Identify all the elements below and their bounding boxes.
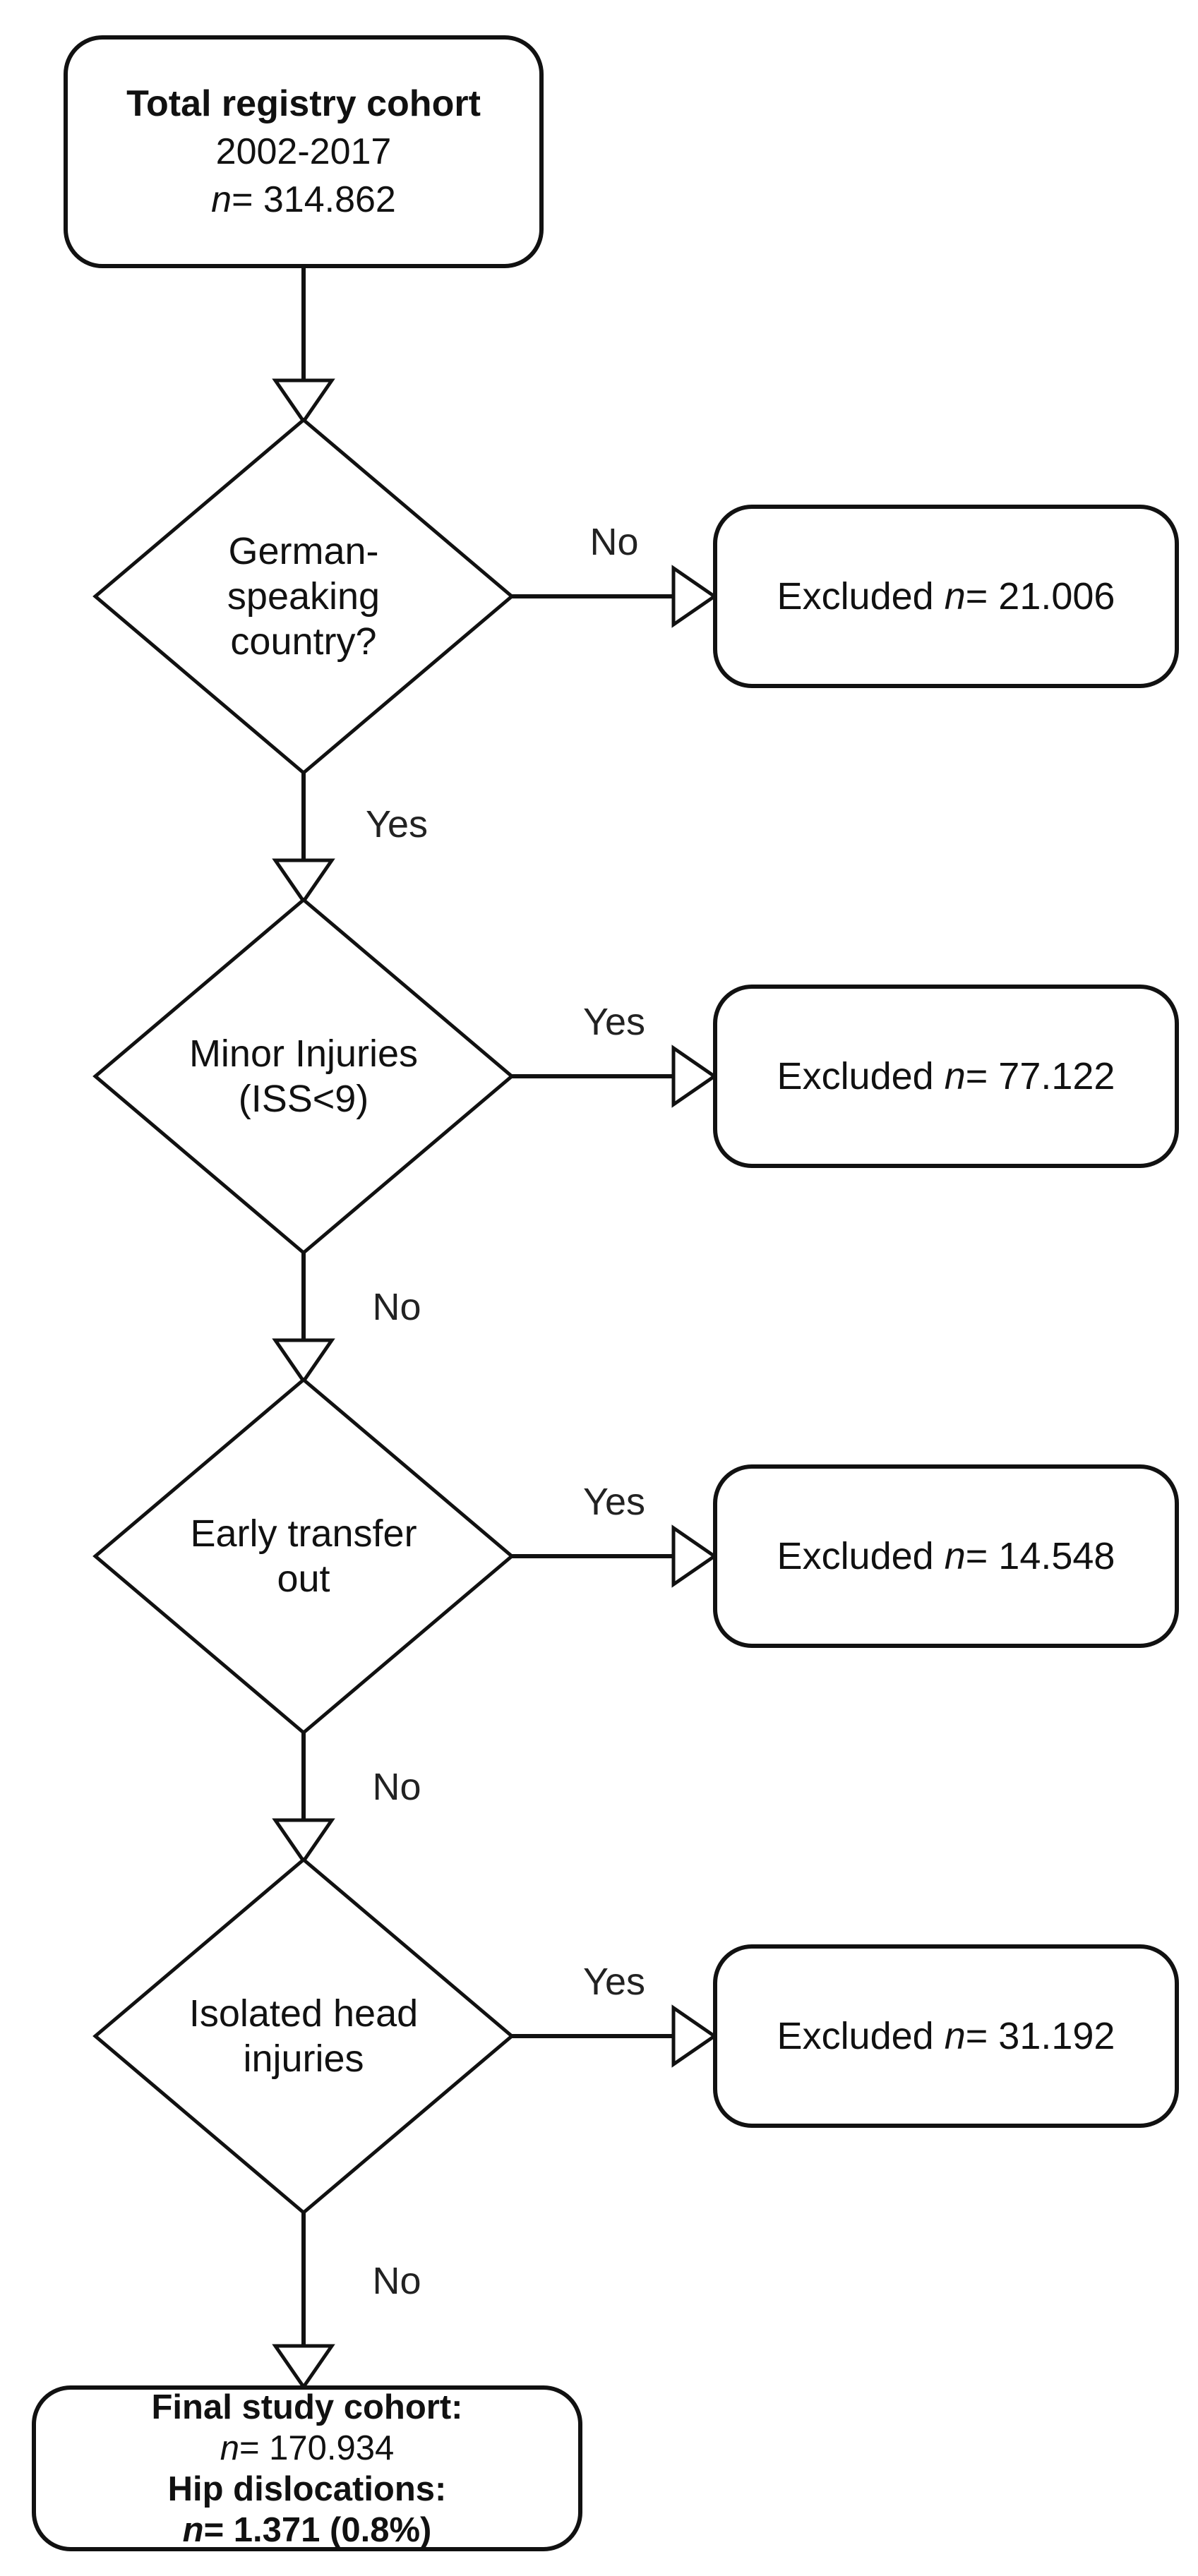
excluded-4-value: = 31.192 bbox=[965, 2015, 1115, 2057]
diamond2-line1: Minor Injuries bbox=[188, 1033, 419, 1075]
diamond-label-early-transfer-out: Early transfer out bbox=[190, 1511, 417, 1601]
excluded-2-value: = 77.122 bbox=[965, 1055, 1115, 1097]
excluded-box-3: Excluded n= 14.548 bbox=[713, 1464, 1179, 1648]
excluded-2-n-symbol: n bbox=[944, 1055, 966, 1097]
final-cohort-title: Final study cohort: bbox=[151, 2388, 463, 2426]
open-arrowhead-down-2 bbox=[272, 858, 335, 905]
excluded-box-4: Excluded n= 31.192 bbox=[713, 1944, 1179, 2128]
excluded-3-text: Excluded n= 14.548 bbox=[777, 1534, 1115, 1578]
registry-count-value: = 314.862 bbox=[232, 179, 396, 220]
total-registry-cohort-title: Total registry cohort bbox=[126, 83, 481, 124]
hip-dislocations-count: n= 1.371 (0.8%) bbox=[183, 2510, 432, 2551]
excluded-1-label: Excluded bbox=[777, 575, 945, 618]
excluded-1-n-symbol: n bbox=[944, 575, 966, 618]
hip-dislocations-n-symbol: n bbox=[182, 2510, 204, 2549]
diamond1-line1: German- bbox=[228, 530, 379, 572]
open-arrowhead-right-4 bbox=[671, 2004, 718, 2068]
open-arrowhead-right-2 bbox=[671, 1045, 718, 1108]
excluded-4-n-symbol: n bbox=[944, 2015, 966, 2057]
excluded-box-1: Excluded n= 21.006 bbox=[713, 505, 1179, 688]
diamond3-line2: out bbox=[277, 1558, 330, 1600]
final-cohort-value: = 170.934 bbox=[239, 2428, 395, 2467]
diamond1-line3: country? bbox=[230, 620, 377, 663]
excluded-box-2: Excluded n= 77.122 bbox=[713, 985, 1179, 1168]
excluded-3-n-symbol: n bbox=[944, 1535, 966, 1577]
diamond3-line1: Early transfer bbox=[190, 1512, 417, 1555]
excluded-1-text: Excluded n= 21.006 bbox=[777, 574, 1115, 618]
open-arrowhead-down-4 bbox=[272, 1818, 335, 1865]
hip-dislocations-title: Hip dislocations: bbox=[167, 2469, 447, 2508]
branch-label-no-down-3: No bbox=[372, 1766, 421, 1808]
final-cohort-n-symbol: n bbox=[220, 2428, 239, 2467]
final-study-cohort-box: Final study cohort: n= 170.934 Hip dislo… bbox=[32, 2385, 582, 2551]
diamond1-line2: speaking bbox=[227, 575, 381, 618]
diamond2-line2: (ISS<9) bbox=[238, 1078, 369, 1120]
excluded-4-text: Excluded n= 31.192 bbox=[777, 2014, 1115, 2058]
diamond-label-isolated-head-injuries: Isolated head injuries bbox=[189, 1991, 418, 2081]
open-arrowhead-right-3 bbox=[671, 1524, 718, 1588]
diamond-label-minor-injuries: Minor Injuries (ISS<9) bbox=[189, 1031, 418, 1121]
open-arrowhead-down-3 bbox=[272, 1338, 335, 1385]
branch-label-yes-2: Yes bbox=[582, 1001, 646, 1043]
open-arrowhead-down-5 bbox=[272, 2344, 335, 2390]
branch-label-no-down-2: No bbox=[372, 1286, 421, 1328]
registry-years: 2002-2017 bbox=[215, 131, 392, 172]
diamond4-line1: Isolated head bbox=[188, 1992, 419, 2035]
excluded-2-text: Excluded n= 77.122 bbox=[777, 1054, 1115, 1098]
excluded-3-value: = 14.548 bbox=[965, 1535, 1115, 1577]
excluded-2-label: Excluded bbox=[777, 1055, 945, 1097]
open-arrowhead-right-1 bbox=[671, 565, 718, 628]
diamond-label-german-speaking-country: German- speaking country? bbox=[227, 529, 380, 664]
registry-count: n= 314.862 bbox=[211, 176, 396, 224]
branch-label-yes-4: Yes bbox=[582, 1961, 646, 2003]
registry-count-n-symbol: n bbox=[211, 179, 232, 220]
excluded-1-value: = 21.006 bbox=[965, 575, 1115, 618]
final-cohort-count: n= 170.934 bbox=[220, 2428, 395, 2469]
hip-dislocations-value: = 1.371 (0.8%) bbox=[203, 2510, 432, 2549]
open-arrowhead-down-1 bbox=[272, 378, 335, 425]
branch-label-yes-3: Yes bbox=[582, 1481, 646, 1523]
total-registry-cohort-box: Total registry cohort 2002-2017 n= 314.8… bbox=[64, 35, 544, 268]
excluded-4-label: Excluded bbox=[777, 2015, 945, 2057]
diamond4-line2: injuries bbox=[243, 2038, 364, 2080]
branch-label-no-down-4: No bbox=[372, 2260, 421, 2302]
branch-label-yes-down-1: Yes bbox=[365, 803, 429, 845]
branch-label-no-1: No bbox=[589, 521, 639, 563]
excluded-3-label: Excluded bbox=[777, 1535, 945, 1577]
